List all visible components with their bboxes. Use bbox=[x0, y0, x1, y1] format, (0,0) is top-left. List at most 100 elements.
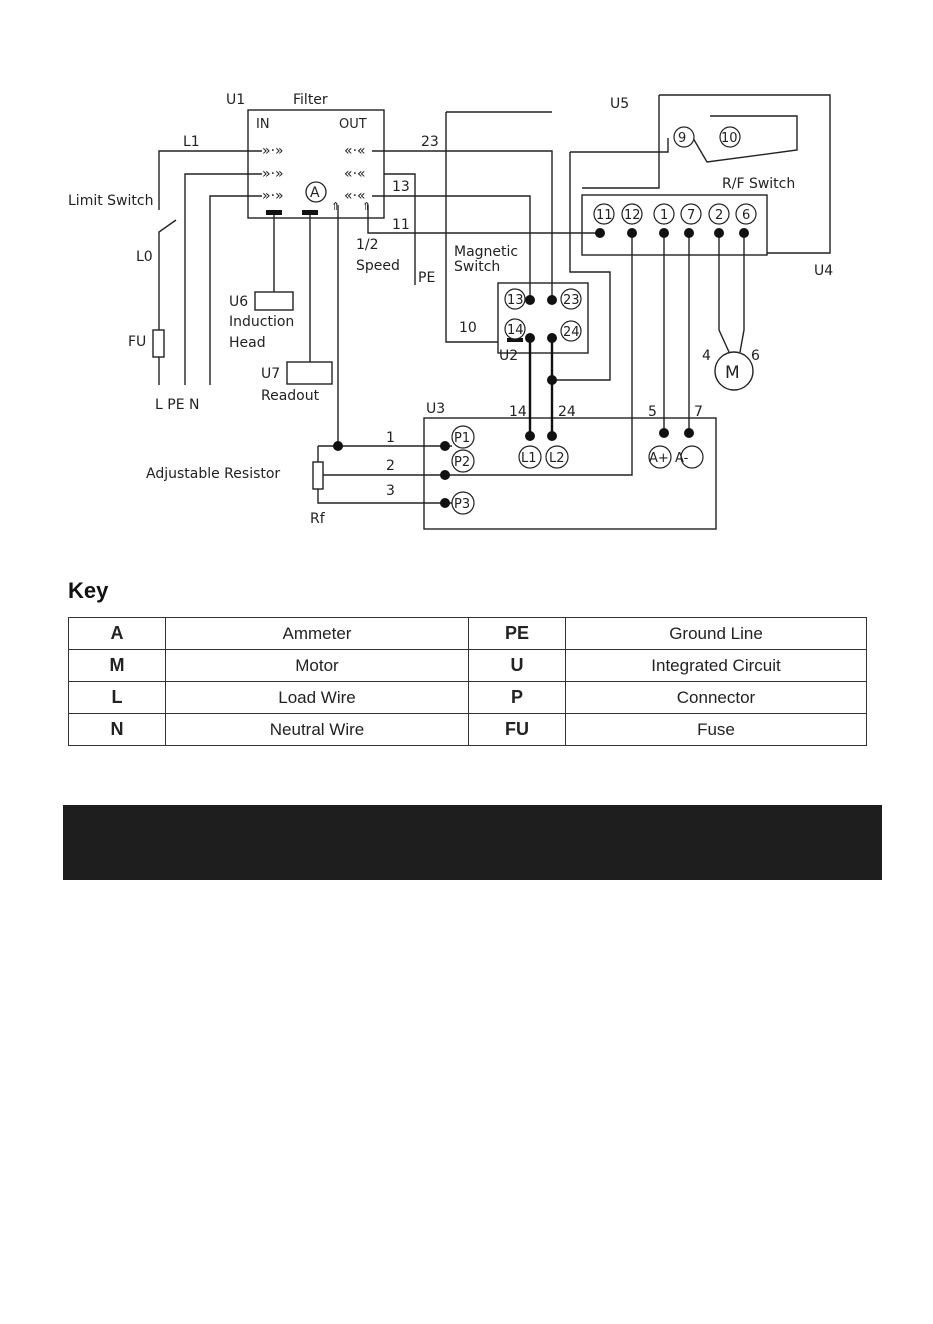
svg-text:10: 10 bbox=[459, 320, 477, 336]
svg-text:U1: U1 bbox=[226, 92, 245, 108]
svg-text:11: 11 bbox=[596, 208, 613, 223]
svg-text:Adjustable Resistor: Adjustable Resistor bbox=[146, 466, 280, 482]
svg-text:A+: A+ bbox=[649, 451, 669, 466]
svg-text:7: 7 bbox=[687, 208, 695, 223]
key-title: Key bbox=[68, 578, 109, 603]
svg-text:⇑: ⇑ bbox=[331, 200, 340, 213]
svg-text:OUT: OUT bbox=[339, 117, 367, 132]
svg-text:»·»: »·» bbox=[262, 188, 284, 204]
svg-text:1/2: 1/2 bbox=[356, 237, 379, 253]
readout-box bbox=[286, 361, 333, 385]
svg-text:11: 11 bbox=[392, 217, 410, 233]
svg-text:»·»: »·» bbox=[262, 143, 284, 159]
svg-text:2: 2 bbox=[715, 208, 723, 223]
key-abbreviation: FU bbox=[468, 713, 566, 746]
ammeter-icon: A bbox=[305, 181, 327, 203]
svg-text:12: 12 bbox=[624, 208, 641, 223]
key-description: Fuse bbox=[565, 713, 867, 746]
svg-text:M: M bbox=[725, 363, 740, 383]
wiring-diagram: »·» »·» »·» «·« «·« «·« ⇑ ⇑ A M bbox=[68, 92, 833, 530]
induction-head-box bbox=[254, 291, 294, 311]
key-description: Ammeter bbox=[165, 617, 469, 650]
key-description: Ground Line bbox=[565, 617, 867, 650]
svg-text:13: 13 bbox=[507, 293, 524, 308]
svg-text:13: 13 bbox=[392, 179, 410, 195]
adjustable-resistor bbox=[312, 461, 324, 490]
svg-text:L1: L1 bbox=[183, 134, 200, 150]
svg-text:A: A bbox=[310, 185, 320, 201]
svg-text:Head: Head bbox=[229, 335, 266, 351]
svg-text:1: 1 bbox=[386, 430, 395, 446]
svg-text:5: 5 bbox=[648, 404, 657, 420]
svg-text:»·»: »·» bbox=[262, 166, 284, 182]
key-abbreviation: U bbox=[468, 649, 566, 682]
svg-text:Readout: Readout bbox=[261, 388, 320, 404]
svg-text:⇑: ⇑ bbox=[362, 200, 371, 213]
svg-text:A-: A- bbox=[675, 451, 689, 466]
svg-text:3: 3 bbox=[386, 483, 395, 499]
svg-text:IN: IN bbox=[256, 117, 270, 132]
key-abbreviation: PE bbox=[468, 617, 566, 650]
svg-text:U3: U3 bbox=[426, 401, 445, 417]
controller-box bbox=[423, 417, 717, 530]
svg-text:24: 24 bbox=[558, 404, 576, 420]
svg-text:4: 4 bbox=[702, 348, 711, 364]
svg-text:U5: U5 bbox=[610, 96, 629, 112]
filter-box bbox=[247, 109, 385, 219]
svg-text:U4: U4 bbox=[814, 263, 833, 279]
svg-text:14: 14 bbox=[507, 323, 524, 338]
key-abbreviation: L bbox=[68, 681, 166, 714]
svg-text:24: 24 bbox=[563, 325, 580, 340]
rf-switch-box bbox=[581, 194, 768, 256]
svg-text:L0: L0 bbox=[136, 249, 153, 265]
key-abbreviation: N bbox=[68, 713, 166, 746]
key-description: Load Wire bbox=[165, 681, 469, 714]
magnetic-switch-box bbox=[497, 282, 589, 354]
svg-text:Filter: Filter bbox=[293, 92, 328, 108]
svg-text:Rf: Rf bbox=[310, 511, 326, 527]
svg-text:R/F Switch: R/F Switch bbox=[722, 176, 795, 192]
black-banner bbox=[63, 805, 882, 880]
key-abbreviation: A bbox=[68, 617, 166, 650]
key-abbreviation: P bbox=[468, 681, 566, 714]
svg-text:23: 23 bbox=[563, 293, 580, 308]
svg-text:L PE N: L PE N bbox=[155, 397, 199, 413]
svg-text:P2: P2 bbox=[454, 455, 470, 470]
svg-text:Switch: Switch bbox=[454, 259, 500, 275]
svg-text:U6: U6 bbox=[229, 294, 248, 310]
svg-text:2: 2 bbox=[386, 458, 395, 474]
svg-text:L1: L1 bbox=[521, 451, 537, 466]
svg-text:Magnetic: Magnetic bbox=[454, 244, 518, 260]
key-description: Integrated Circuit bbox=[565, 649, 867, 682]
svg-text:Speed: Speed bbox=[356, 258, 400, 274]
svg-text:U2: U2 bbox=[499, 348, 518, 364]
fuse bbox=[152, 329, 165, 358]
svg-text:10: 10 bbox=[721, 131, 738, 146]
svg-text:14: 14 bbox=[509, 404, 527, 420]
svg-text:FU: FU bbox=[128, 334, 146, 350]
svg-text:U7: U7 bbox=[261, 366, 280, 382]
motor-icon: M bbox=[714, 351, 754, 391]
key-description: Motor bbox=[165, 649, 469, 682]
svg-text:9: 9 bbox=[678, 131, 686, 146]
key-description: Connector bbox=[565, 681, 867, 714]
svg-text:23: 23 bbox=[421, 134, 439, 150]
svg-text:Induction: Induction bbox=[229, 314, 294, 330]
svg-text:7: 7 bbox=[694, 404, 703, 420]
svg-text:6: 6 bbox=[751, 348, 760, 364]
svg-text:PE: PE bbox=[418, 270, 435, 286]
svg-text:6: 6 bbox=[742, 208, 750, 223]
svg-text:«·«: «·« bbox=[344, 143, 366, 159]
svg-text:«·«: «·« bbox=[344, 166, 366, 182]
key-abbreviation: M bbox=[68, 649, 166, 682]
svg-text:«·«: «·« bbox=[344, 188, 366, 204]
svg-text:P3: P3 bbox=[454, 497, 470, 512]
key-description: Neutral Wire bbox=[165, 713, 469, 746]
svg-text:1: 1 bbox=[660, 208, 668, 223]
svg-text:L2: L2 bbox=[549, 451, 565, 466]
svg-text:Limit Switch: Limit Switch bbox=[68, 193, 153, 209]
